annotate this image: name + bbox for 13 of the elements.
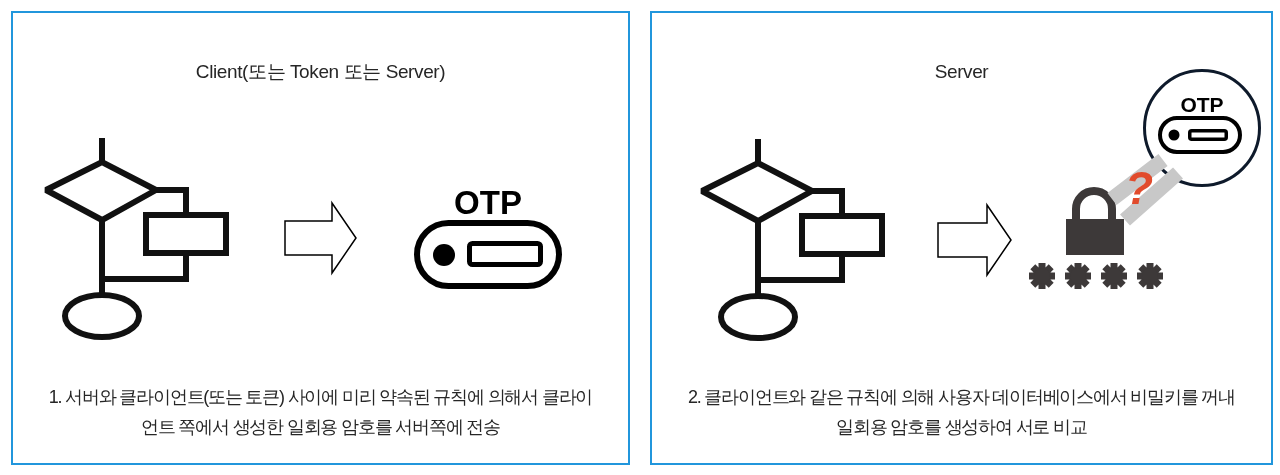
panel-heading: Server	[933, 60, 990, 84]
token-label: OTP	[1179, 93, 1225, 116]
panel	[650, 11, 1273, 465]
token-label: OTP	[453, 186, 523, 220]
block-arrow	[284, 200, 357, 276]
edge-label: ?	[1123, 165, 1155, 211]
block-arrow	[937, 202, 1012, 278]
flowchart-drawing	[698, 137, 888, 343]
flowchart-drawing	[42, 136, 232, 342]
panel-heading: Client(또는 Token 또는 Server)	[194, 60, 447, 84]
step-caption: 1. 서버와 클라이언트(또는 토큰) 사이에 미리 약속된 규칙에 의해서 클라이언트 쪽에서 생성한 일회용 암호를 서버쪽에 전송	[47, 386, 594, 439]
step-caption: 2. 클라이언트와 같은 규칙에 의해 사용자 데이터베이스에서 비밀키를 꺼내 일회용 암호를 생성하여 서로 비교	[687, 386, 1236, 439]
panel	[11, 11, 630, 465]
